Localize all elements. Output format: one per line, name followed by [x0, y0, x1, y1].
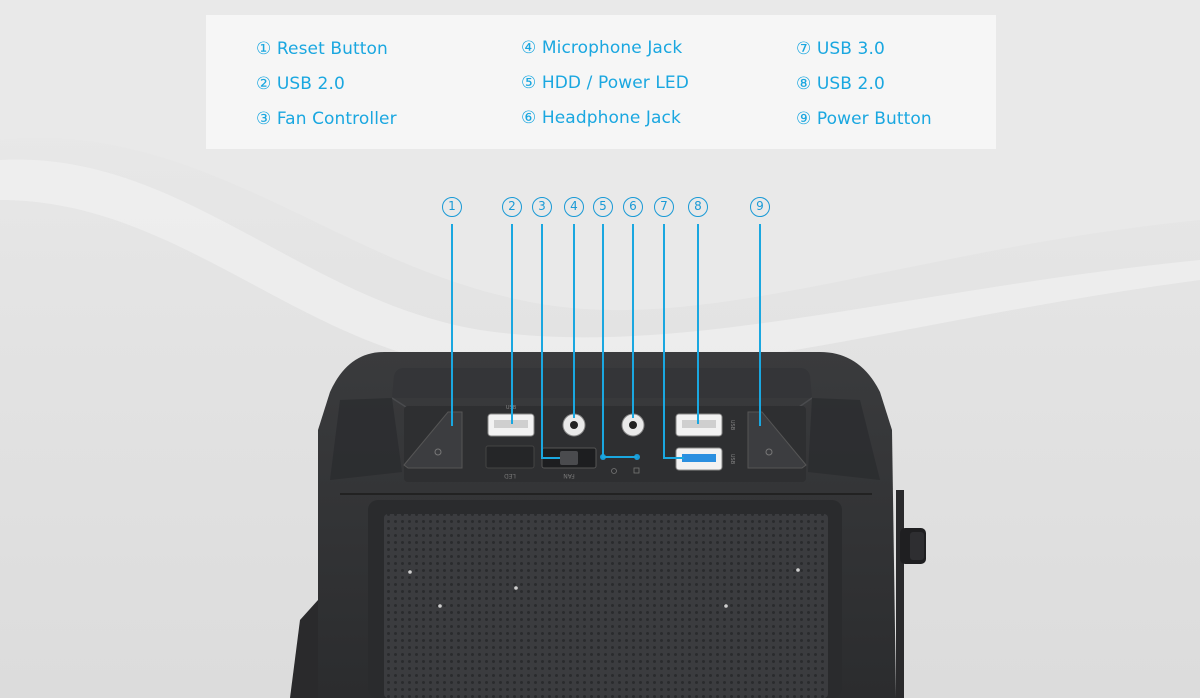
reset-button[interactable] [403, 411, 463, 469]
led-label: LED [504, 472, 516, 479]
legend-item-usb2-right: ⑧ USB 2.0 [796, 74, 885, 94]
callout-7: 7 [654, 197, 674, 217]
legend-label: USB 2.0 [276, 74, 345, 94]
callout-8: 8 [688, 197, 708, 217]
fan-controller-switch[interactable] [541, 447, 597, 469]
callout-5: 5 [593, 197, 613, 217]
legend-item-power-button: ⑨ Power Button [796, 109, 932, 129]
case-left-side [290, 600, 318, 698]
legend-item-microphone-jack: ④ Microphone Jack [521, 38, 682, 58]
usb3-port[interactable] [675, 447, 723, 471]
fan-label: FAN [563, 472, 575, 479]
legend-item-fan-controller: ③ Fan Controller [256, 109, 397, 129]
legend-marker: ⑦ [796, 39, 812, 59]
usb-label-right-top: USB [729, 420, 735, 431]
legend-label: Reset Button [276, 39, 388, 59]
legend-label: Microphone Jack [541, 38, 683, 58]
microphone-jack[interactable] [562, 413, 586, 437]
callout-9: 9 [750, 197, 770, 217]
headphone-jack[interactable] [621, 413, 645, 437]
legend-item-usb2-left: ② USB 2.0 [256, 74, 345, 94]
legend-marker: ⑧ [796, 74, 812, 94]
legend-item-headphone-jack: ⑥ Headphone Jack [521, 108, 681, 128]
legend-item-hdd-power-led: ⑤ HDD / Power LED [521, 73, 689, 93]
legend-marker: ③ [256, 109, 272, 129]
front-mesh [384, 514, 828, 698]
legend-item-reset-button: ① Reset Button [256, 39, 388, 59]
mesh-screws [408, 568, 800, 608]
callout-4: 4 [564, 197, 584, 217]
legend-label: USB 3.0 [816, 39, 885, 59]
led-blank-cover [485, 445, 535, 469]
usb-label-right-bottom: USB [729, 454, 735, 465]
legend-marker: ⑥ [521, 108, 537, 128]
legend-label: Headphone Jack [541, 108, 681, 128]
callout-6: 6 [623, 197, 643, 217]
power-icon [765, 448, 773, 456]
legend-marker: ⑤ [521, 73, 537, 93]
legend-label: Power Button [816, 109, 932, 129]
legend-marker: ② [256, 74, 272, 94]
callout-1: 1 [442, 197, 462, 217]
callout-2: 2 [502, 197, 522, 217]
legend-label: USB 2.0 [816, 74, 885, 94]
legend-marker: ④ [521, 38, 537, 58]
callout-lines [451, 224, 761, 459]
callout-3: 3 [532, 197, 552, 217]
legend-label: Fan Controller [276, 109, 397, 129]
reset-icon [434, 448, 442, 456]
legend-item-usb3: ⑦ USB 3.0 [796, 39, 885, 59]
legend-marker: ① [256, 39, 272, 59]
side-knob [896, 490, 926, 698]
legend-marker: ⑨ [796, 109, 812, 129]
io-panel [404, 406, 806, 482]
feature-legend: ① Reset Button ② USB 2.0 ③ Fan Controlle… [206, 15, 996, 149]
power-button[interactable] [747, 411, 807, 469]
legend-label: HDD / Power LED [541, 73, 689, 93]
